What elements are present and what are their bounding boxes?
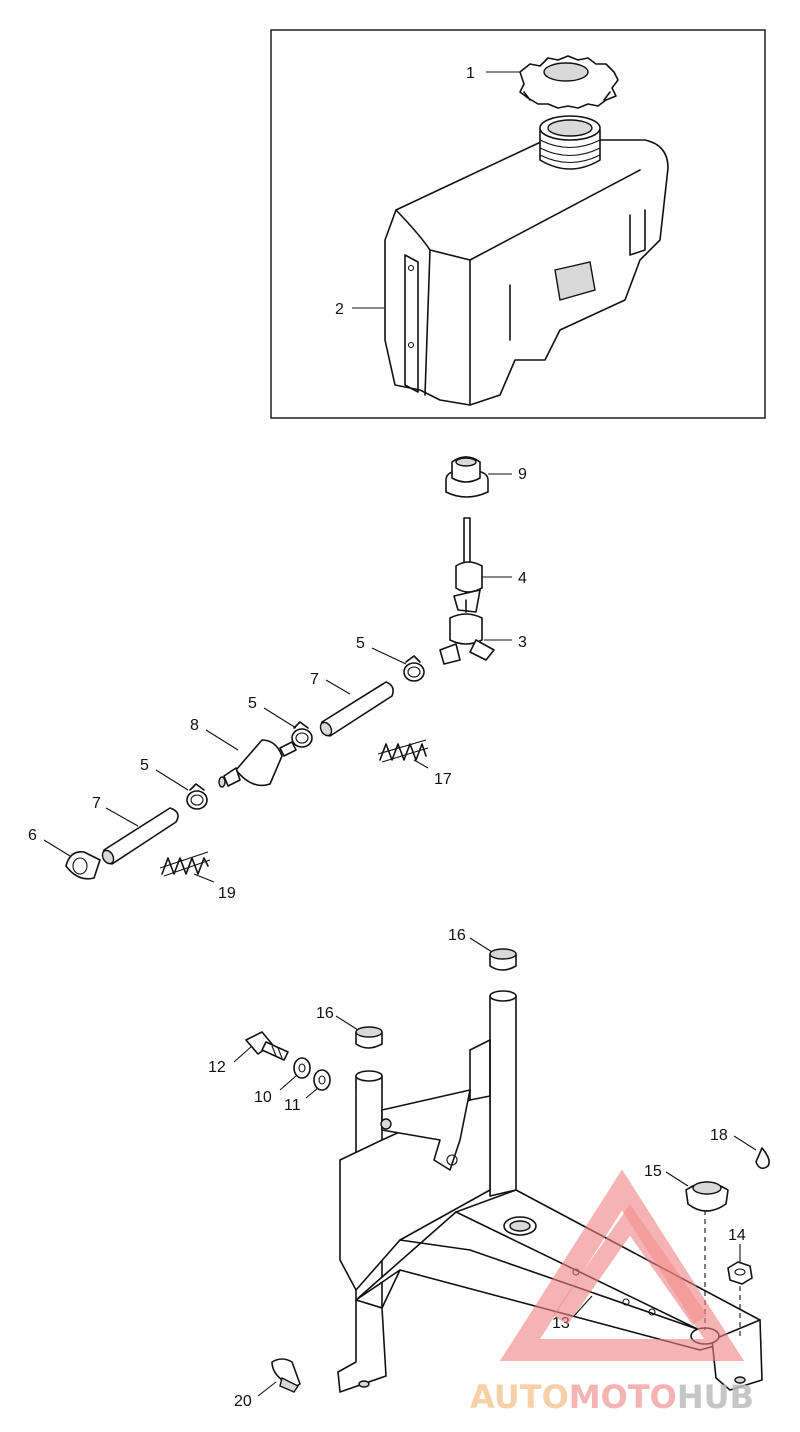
watermark-auto: AUTO — [470, 1378, 569, 1416]
hose-clip — [271, 1358, 301, 1393]
leader-lines — [43, 71, 757, 1397]
callout-7: 7 — [310, 671, 319, 688]
washer — [293, 1057, 311, 1079]
callout-9: 9 — [518, 466, 527, 483]
callout-5: 5 — [356, 635, 365, 652]
nut — [727, 1261, 753, 1285]
callout-6: 6 — [28, 827, 37, 844]
grommet — [445, 456, 489, 498]
spring — [377, 739, 429, 763]
drop-icon — [755, 1147, 770, 1170]
callout-19: 19 — [218, 885, 236, 902]
callout-12: 12 — [208, 1059, 226, 1076]
spring — [159, 851, 211, 877]
callout-20: 20 — [234, 1393, 252, 1410]
callout-7: 7 — [92, 795, 101, 812]
callout-8: 8 — [190, 717, 199, 734]
callout-16: 16 — [316, 1005, 334, 1022]
callout-3: 3 — [518, 634, 527, 651]
fuel-tank — [384, 115, 669, 406]
callout-16: 16 — [448, 927, 466, 944]
callout-18: 18 — [710, 1127, 728, 1144]
callout-10: 10 — [254, 1089, 272, 1106]
pickup-tube — [453, 517, 483, 613]
fuel-cap — [519, 55, 619, 109]
watermark-triangle-inner — [552, 1204, 708, 1326]
callout-11: 11 — [284, 1097, 301, 1114]
callout-2: 2 — [335, 301, 344, 318]
bolt — [245, 1031, 289, 1061]
callout-15: 15 — [644, 1163, 662, 1180]
watermark-moto: MOTO — [569, 1378, 677, 1416]
fuel-hose — [101, 807, 179, 865]
callout-1: 1 — [466, 65, 475, 82]
callout-17: 17 — [434, 771, 452, 788]
hose-clamp — [291, 721, 313, 748]
hose-clamp-large — [65, 850, 101, 880]
watermark: AUTOMOTOHUB — [470, 1169, 754, 1416]
callout-4: 4 — [518, 570, 527, 587]
callout-labels: 1 2 9 4 3 5 7 5 8 17 5 7 6 19 16 16 12 1… — [28, 65, 746, 1410]
hose-clamp — [186, 783, 208, 810]
callout-5: 5 — [140, 757, 149, 774]
hose-clamp — [403, 655, 425, 682]
fuel-hose — [319, 681, 394, 737]
shutoff-valve — [439, 599, 495, 665]
fuel-filter — [218, 739, 297, 788]
watermark-text: AUTOMOTOHUB — [470, 1378, 754, 1416]
callout-5: 5 — [248, 695, 257, 712]
grommet — [685, 1181, 729, 1212]
tube-cap — [489, 948, 517, 971]
inset-frame — [270, 29, 766, 419]
tube-cap — [355, 1026, 383, 1049]
lock-washer — [313, 1069, 331, 1091]
watermark-hub: HUB — [677, 1378, 754, 1416]
callout-14: 14 — [728, 1227, 746, 1244]
